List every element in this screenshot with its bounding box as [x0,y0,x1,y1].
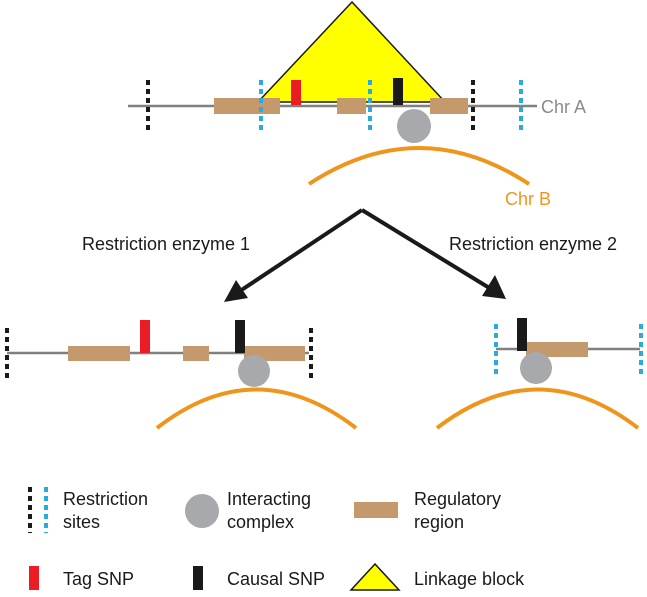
legend-restriction-sites-line-2: sites [63,512,100,532]
arrow-left-shaft [238,208,364,293]
legend-causal-snp-label: Causal SNP [227,569,325,589]
chr-a-label: Chr A [541,97,586,117]
interacting-complex [520,352,552,384]
legend: Restriction sites Interacting complex Re… [28,487,525,591]
legend-interacting-complex: Interacting complex [185,489,316,532]
legend-tag-snp: Tag SNP [29,566,134,590]
arrow-left-head [224,280,248,302]
legend-linkage-block-label: Linkage block [414,569,525,589]
interacting-complex [397,109,431,143]
legend-regulatory-region-line-2: region [414,512,464,532]
arrow-right-head [482,275,506,299]
linkage-block-triangle [256,0,447,103]
regulatory-region-icon [354,502,398,518]
legend-restriction-sites-label: Restriction sites [63,489,153,532]
interacting-complex [238,355,270,387]
chr-b-label: Chr B [505,189,551,209]
legend-restriction-sites-line-1: Restriction [63,489,148,509]
fragment-enzyme-1 [5,320,358,430]
linkage-block-icon [349,562,401,591]
legend-interacting-complex-line-1: Interacting [227,489,311,509]
fragment-enzyme-2 [435,318,643,430]
chr-b-arc [155,387,358,430]
enzyme-2-label: Restriction enzyme 2 [449,234,617,254]
causal-snp [393,78,403,105]
legend-causal-snp: Causal SNP [193,566,325,590]
legend-interacting-complex-line-2: complex [227,512,294,532]
causal-snp [235,320,245,353]
legend-linkage-block: Linkage block [349,562,525,591]
regulatory-region [214,98,280,114]
legend-regulatory-region-line-1: Regulatory [414,489,501,509]
legend-restriction-sites: Restriction sites [28,487,153,533]
enzyme-1-label: Restriction enzyme 1 [82,234,250,254]
tag-snp [291,80,301,105]
chr-b-arc [435,387,640,430]
causal-snp-icon [193,566,203,590]
regulatory-region [430,98,468,114]
tag-snp [140,320,150,353]
original-locus: Chr A Chr B [128,0,586,209]
digestion-arrows: Restriction enzyme 1 Restriction enzyme … [82,208,617,302]
legend-regulatory-region: Regulatory region [354,489,506,532]
chr-b-arc [307,146,531,186]
tag-snp-icon [29,566,39,590]
legend-regulatory-region-label: Regulatory region [414,489,506,532]
interacting-complex-icon [185,494,219,528]
arrow-right-shaft [360,208,493,291]
legend-tag-snp-label: Tag SNP [63,569,134,589]
regulatory-region [337,98,366,114]
regulatory-region [68,346,130,361]
legend-interacting-complex-label: Interacting complex [227,489,316,532]
regulatory-region [183,346,209,361]
causal-snp [517,318,527,351]
